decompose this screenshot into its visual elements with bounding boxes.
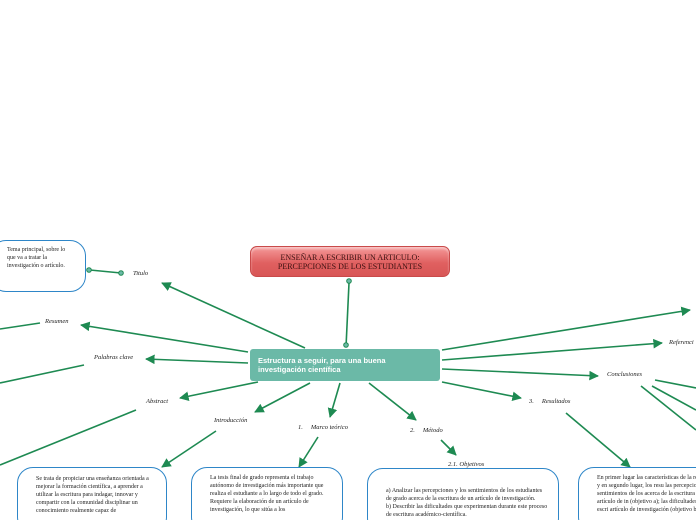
marco-teorico-number: 1. [298, 424, 303, 431]
topic-metodo[interactable]: 2. Método [410, 427, 443, 435]
titulo-connector-dot [118, 270, 124, 276]
note-titulo[interactable]: Tema principal, sobre lo que va a tratar… [0, 240, 86, 292]
note-abstract-text: Se trata de propiciar una enseñanza orie… [36, 476, 149, 514]
edge-resultados-note [565, 412, 631, 468]
topic-resumen[interactable]: Resumen [45, 318, 69, 325]
edge-introduccion [254, 382, 311, 413]
map-title-text: ENSEÑAR A ESCRIBIR UN ARTICULO: PERCEPCI… [277, 253, 423, 271]
edge-right-offscreen [441, 306, 691, 351]
note-marco-teorico[interactable]: La tesis final de grado representa el tr… [191, 467, 343, 520]
topic-abstract[interactable]: Abstract [146, 398, 169, 405]
note-resultados[interactable]: En primer lugar las características de l… [578, 467, 696, 520]
edge-intro-note [161, 430, 217, 468]
edge-marco-note [298, 436, 319, 468]
topic-titulo[interactable]: Titulo [133, 270, 149, 277]
edge-central-title [345, 282, 350, 348]
note-resultados-text: En primer lugar las características de l… [597, 475, 696, 513]
edge-palabras [145, 354, 249, 365]
central-topic-node[interactable]: Estructura a seguir, para una buena inve… [250, 349, 440, 381]
central-topic-text: Estructura a seguir, para una buena inve… [258, 356, 386, 374]
metodo-label: Método [422, 427, 443, 434]
title-connector-dot [346, 278, 352, 284]
edge-metodo [368, 382, 417, 421]
edge-conclusiones-out-3 [640, 385, 696, 431]
edge-conclusiones-out-2 [651, 385, 696, 411]
edge-resultados [441, 381, 522, 401]
note-marco-teorico-text: La tesis final de grado representa el tr… [210, 475, 324, 513]
central-connector-dot [343, 342, 349, 348]
edge-objetivos [440, 439, 457, 456]
marco-teorico-label: Marco teórico [310, 424, 348, 431]
edge-titulo [161, 282, 306, 349]
edge-resumen-out [0, 322, 41, 330]
metodo-number: 2. [410, 427, 415, 434]
topic-conclusiones[interactable]: Conclusiones [607, 371, 643, 378]
map-title-node[interactable]: ENSEÑAR A ESCRIBIR UN ARTICULO: PERCEPCI… [250, 246, 450, 277]
edge-palabras-out [0, 364, 85, 384]
note-objetivos-text: a) Analizar las percepciones y los senti… [386, 488, 548, 518]
edge-conclusiones-out-1 [654, 379, 696, 389]
topic-resultados[interactable]: 3. Resultados [529, 398, 570, 406]
topic-referencias[interactable]: Referenci [669, 339, 694, 346]
edge-resumen [80, 321, 249, 353]
resultados-number: 3. [529, 398, 534, 405]
edge-referencias [441, 338, 663, 361]
note-abstract[interactable]: Se trata de propiciar una enseñanza orie… [17, 467, 167, 520]
edge-conclusiones [441, 368, 599, 381]
edge-marco [327, 382, 341, 418]
note-objetivos[interactable]: a) Analizar las percepciones y los senti… [367, 468, 559, 520]
topic-palabras-clave[interactable]: Palabras clave [94, 354, 134, 361]
edge-titulo-note [89, 269, 122, 274]
topic-introduccion[interactable]: Introducción [214, 417, 248, 424]
edge-abstract-out [0, 409, 137, 466]
note-titulo-text: Tema principal, sobre lo que va a tratar… [7, 247, 66, 269]
resultados-label: Resultados [541, 398, 571, 405]
topic-marco-teorico[interactable]: 1. Marco teórico [298, 424, 348, 432]
edge-abstract [179, 381, 259, 401]
topic-objetivos[interactable]: 2.1. Objetivos [448, 461, 485, 468]
note-connector-dot [86, 267, 92, 273]
